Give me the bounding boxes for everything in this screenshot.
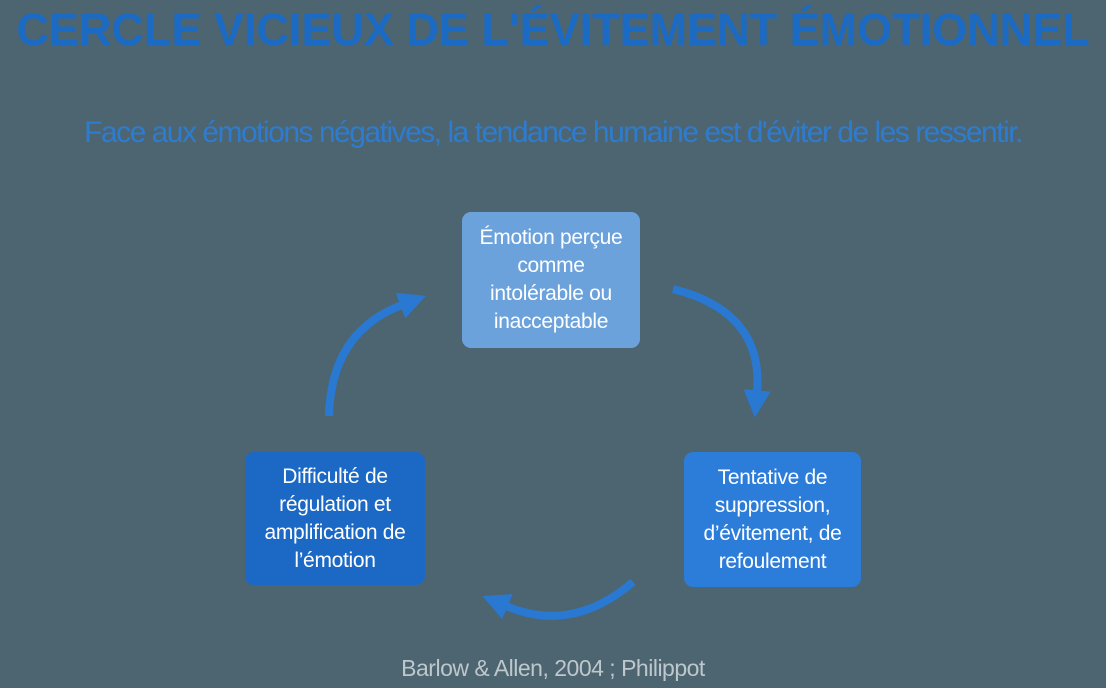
node-line: comme (517, 254, 585, 277)
node-line: l’émotion (294, 548, 376, 572)
node-line: refoulement (718, 549, 827, 573)
page-title: CERCLE VICIEUX DE L'ÉVITEMENT ÉMOTIONNEL (16, 4, 1090, 55)
arrow-left-to-top-icon (325, 292, 426, 417)
node-line: amplification de (264, 520, 406, 544)
node-line: inacceptable (493, 310, 609, 333)
cycle-node-difficulte-regulation: Difficulté de régulation et amplificatio… (245, 452, 425, 585)
citation: Barlow & Allen, 2004 ; Philippot (401, 655, 705, 681)
node-line: d’évitement, de (703, 521, 842, 545)
node-line: Émotion perçue (479, 226, 623, 249)
cycle-node-emotion-percue: Émotion perçue comme intolérable ou inac… (462, 212, 640, 348)
node-line: intolérable ou (490, 282, 612, 305)
node-line: suppression, (714, 493, 831, 517)
arrow-right-to-left-icon (482, 578, 636, 620)
arrow-top-to-right-icon (672, 285, 771, 418)
node-line: régulation et (279, 492, 391, 516)
subtitle: Face aux émotions négatives, la tendance… (84, 116, 1023, 149)
cycle-node-tentative-suppression: Tentative de suppression, d’évitement, d… (684, 452, 861, 587)
node-line: Tentative de (717, 465, 828, 489)
node-line: Difficulté de (282, 464, 388, 488)
